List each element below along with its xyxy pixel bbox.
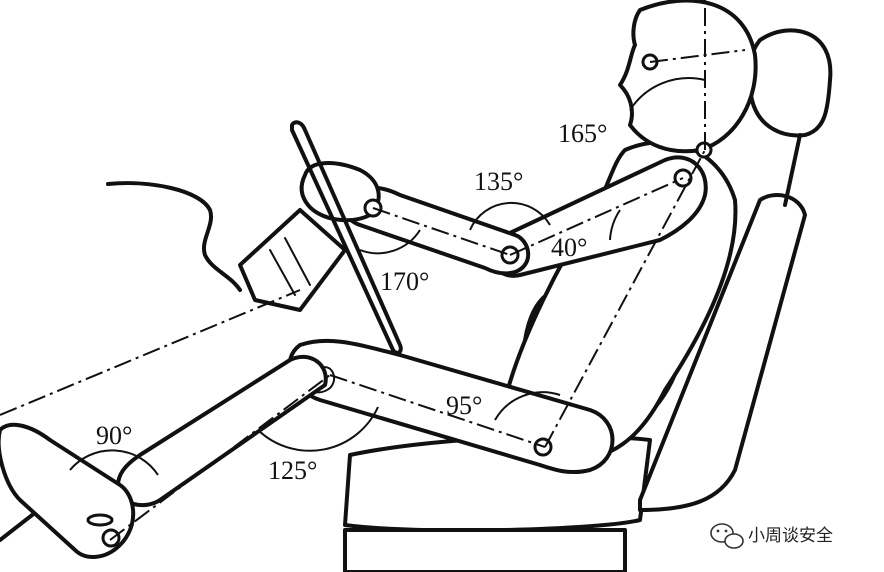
elbow-angle-label: 135° bbox=[474, 167, 523, 196]
shoulder-angle-label: 40° bbox=[551, 233, 587, 262]
torso-centerline bbox=[544, 149, 706, 448]
neck-angle-label: 165° bbox=[558, 119, 607, 148]
headrest bbox=[746, 28, 833, 138]
sight-line bbox=[649, 49, 746, 63]
column-stripe-2 bbox=[284, 237, 311, 286]
column-stripe-1 bbox=[269, 249, 296, 296]
steering-column bbox=[238, 208, 347, 312]
neck-angle-arc bbox=[629, 77, 706, 111]
shin-centerline bbox=[109, 374, 331, 541]
thigh-centerline bbox=[329, 374, 546, 448]
dashboard-outline bbox=[106, 181, 242, 292]
watermark: 小周谈安全 bbox=[710, 523, 833, 549]
ankle-angle-arc bbox=[69, 449, 159, 476]
hip-angle-arc bbox=[494, 391, 561, 421]
heel-marker bbox=[86, 513, 114, 527]
shin-extension-line bbox=[0, 289, 301, 416]
shoulder-angle-arc bbox=[609, 209, 621, 241]
seat-back bbox=[638, 193, 807, 512]
hip-angle-label: 95° bbox=[446, 391, 482, 420]
upper-arm-centerline bbox=[509, 177, 684, 256]
ankle-angle-label: 90° bbox=[96, 421, 132, 450]
knee-angle-label: 125° bbox=[268, 456, 317, 485]
head bbox=[618, 0, 758, 154]
wechat-icon bbox=[710, 523, 744, 549]
knee-angle-arc bbox=[257, 406, 379, 452]
ankle-joint-marker bbox=[101, 528, 121, 548]
lower-leg bbox=[115, 354, 328, 508]
headrest-post bbox=[783, 133, 802, 207]
wrist-angle-label: 170° bbox=[380, 267, 429, 296]
wrist-angle-arc bbox=[359, 229, 421, 255]
seat-base bbox=[343, 528, 627, 572]
watermark-text: 小周谈安全 bbox=[748, 526, 833, 546]
forearm-centerline bbox=[372, 207, 511, 256]
elbow-angle-arc bbox=[469, 202, 551, 231]
